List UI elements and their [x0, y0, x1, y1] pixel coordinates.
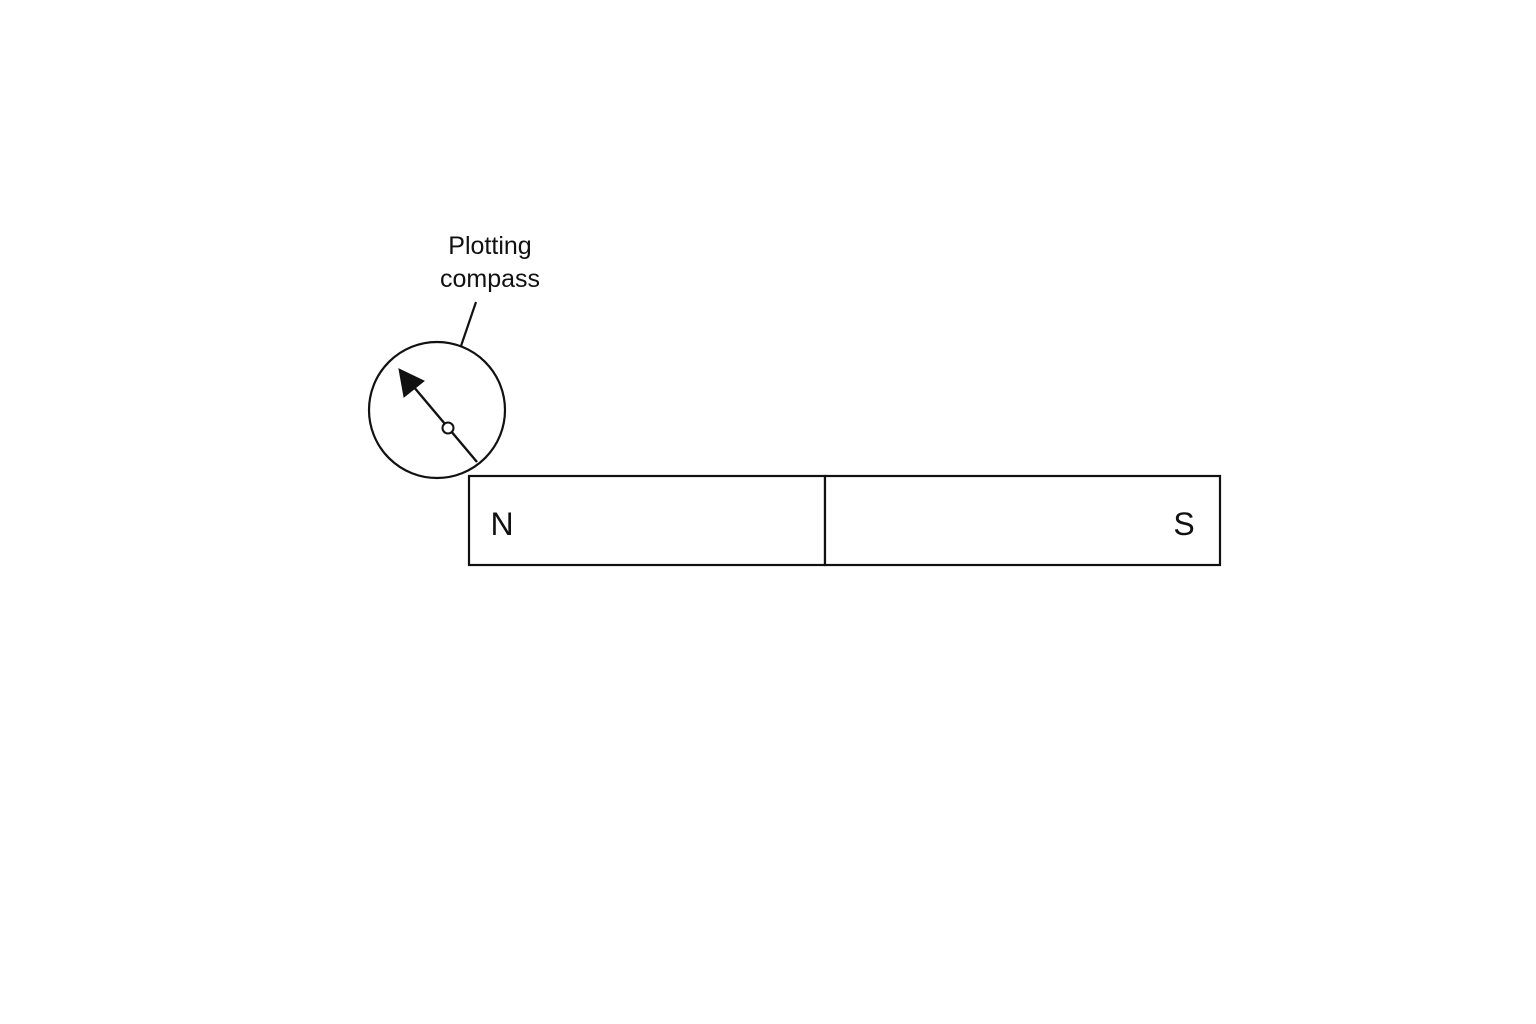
magnet-north-half [467, 474, 827, 567]
magnet-south-half [823, 474, 1222, 567]
compass-needle-arrowhead-icon [398, 368, 425, 398]
bar-magnet: N S [467, 474, 1222, 567]
magnet-north-label: N [490, 506, 513, 542]
compass-label-line1: Plotting [448, 232, 531, 260]
plotting-compass [367, 340, 507, 480]
magnet-south-label: S [1173, 506, 1194, 542]
compass-leader-line [459, 301, 478, 347]
compass-body [367, 340, 507, 480]
compass-label-line2: compass [440, 265, 540, 293]
compass-pivot [441, 421, 455, 435]
